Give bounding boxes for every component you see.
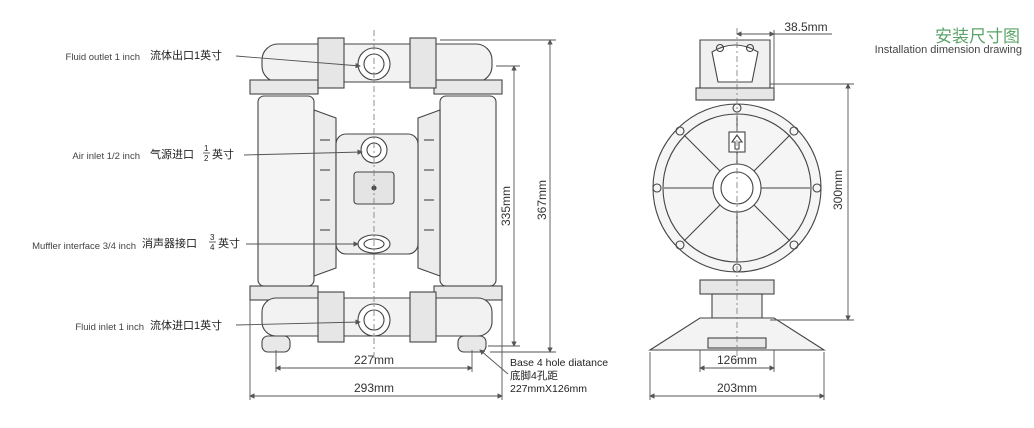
dim-203: 203mm (717, 381, 757, 395)
side-dimensions (649, 30, 854, 400)
callout-leaders (235, 55, 509, 375)
callout-air-inlet-en: Air inlet 1/2 inch (72, 151, 140, 162)
callout-air-inlet-cn-post: 英寸 (212, 147, 234, 161)
callout-fluid-outlet-en: Fluid outlet 1 inch (66, 52, 140, 63)
callout-fluid-inlet-cn: 流体进口1英寸 (150, 318, 222, 332)
callout-air-inlet-frac-den: 2 (204, 154, 209, 163)
front-view (249, 30, 503, 360)
callout-air-inlet-cn: 气源进口 (150, 147, 194, 161)
dim-126: 126mm (717, 353, 757, 367)
base-note-en: Base 4 hole diatance (510, 357, 608, 369)
callout-fluid-inlet-en: Fluid inlet 1 inch (75, 322, 144, 333)
dim-300: 300mm (831, 170, 845, 210)
base-note-dims: 227mmX126mm (510, 383, 587, 395)
callout-fluid-outlet-cn: 流体出口1英寸 (150, 48, 222, 62)
callout-muffler-frac-num: 3 (210, 233, 215, 242)
side-view (648, 28, 826, 360)
title-english: Installation dimension drawing (874, 44, 1022, 56)
dim-335: 335mm (499, 186, 513, 226)
title-chinese: 安装尺寸图 (935, 27, 1020, 47)
front-dimensions (249, 39, 556, 400)
dim-38-5: 38.5mm (784, 20, 827, 34)
callout-air-inlet-frac-num: 1 (204, 144, 209, 153)
callout-muffler-cn: 消声器接口 (142, 236, 197, 250)
callout-muffler-frac-den: 4 (210, 243, 215, 252)
base-note-cn: 底脚4孔距 (510, 369, 558, 382)
callout-muffler-en: Muffler interface 3/4 inch (32, 241, 136, 252)
dim-227: 227mm (354, 353, 394, 367)
dim-293: 293mm (354, 381, 394, 395)
callout-muffler-cn-post: 英寸 (218, 236, 240, 250)
dim-367: 367mm (535, 180, 549, 220)
